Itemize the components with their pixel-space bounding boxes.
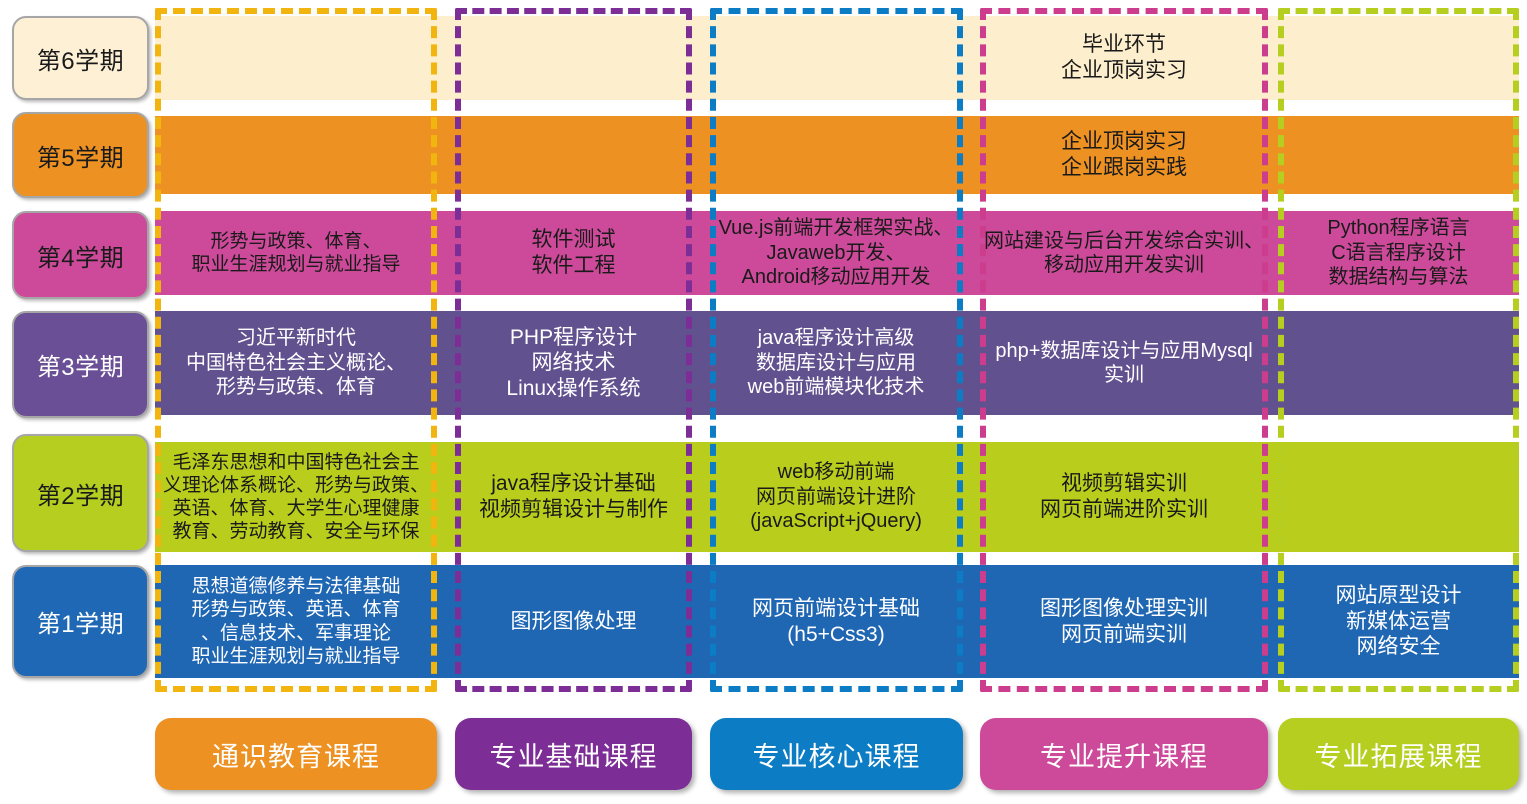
semester-label-s6[interactable]: 第6学期 <box>12 16 149 100</box>
course-cell-s1-c2[interactable]: 图形图像处理 <box>510 609 637 633</box>
course-cell-s4-c4[interactable]: 网站建设与后台开发综合实训、 移动应用开发实训 <box>984 229 1264 276</box>
course-cell-s3-c2[interactable]: PHP程序设计 网络技术 Linux操作系统 <box>506 325 641 400</box>
course-cell-s4-c1[interactable]: 形势与政策、体育、 职业生涯规划与就业指导 <box>191 230 401 275</box>
course-cell-s3-c1[interactable]: 习近平新时代 中国特色社会主义概论、 形势与政策、体育 <box>186 327 406 399</box>
semester-label-text: 第1学期 <box>36 611 125 638</box>
course-cell-s2-c3[interactable]: web移动前端 网页前端设计进阶 (javaScript+jQuery) <box>750 461 922 533</box>
course-cell-s2-c2[interactable]: java程序设计基础 视频剪辑设计与制作 <box>479 472 668 521</box>
legend-label: 专业核心课程 <box>752 741 921 772</box>
course-cell-s3-c4[interactable]: php+数据库设计与应用Mysql 实训 <box>995 339 1253 386</box>
semester-band-s5 <box>155 116 1519 194</box>
course-cell-s5-c4[interactable]: 企业顶岗实习 企业跟岗实践 <box>1061 130 1187 179</box>
legend-button-professional-advance[interactable]: 专业提升课程 <box>980 718 1268 790</box>
semester-label-text: 第4学期 <box>36 244 125 272</box>
semester-band-s4 <box>155 211 1519 295</box>
course-cell-s6-c4[interactable]: 毕业环节 企业顶岗实习 <box>1061 33 1187 82</box>
legend-label: 专业基础课程 <box>489 741 658 772</box>
semester-band-s2 <box>155 442 1519 552</box>
semester-band-s6 <box>155 16 1519 100</box>
legend-button-general-education[interactable]: 通识教育课程 <box>155 718 437 790</box>
semester-label-text: 第3学期 <box>36 354 125 381</box>
semester-label-s2[interactable]: 第2学期 <box>12 434 149 552</box>
legend-button-professional-core[interactable]: 专业核心课程 <box>710 718 963 790</box>
course-cell-s1-c5[interactable]: 网站原型设计 新媒体运营 网络安全 <box>1335 584 1462 659</box>
semester-label-text: 第2学期 <box>36 482 125 510</box>
course-cell-s4-c3[interactable]: Vue.js前端开发框架实战、 Javaweb开发、 Android移动应用开发 <box>718 217 954 289</box>
course-cell-s1-c3[interactable]: 网页前端设计基础 (h5+Css3) <box>752 596 920 646</box>
legend-button-professional-basic[interactable]: 专业基础课程 <box>455 718 692 790</box>
course-cell-s2-c4[interactable]: 视频剪辑实训 网页前端进阶实训 <box>1040 472 1208 521</box>
legend-label: 通识教育课程 <box>212 741 380 772</box>
semester-label-text: 第5学期 <box>36 144 125 172</box>
legend-button-professional-expand[interactable]: 专业拓展课程 <box>1278 718 1519 790</box>
course-cell-s4-c2[interactable]: 软件测试 软件工程 <box>531 228 616 277</box>
course-cell-s1-c4[interactable]: 图形图像处理实训 网页前端实训 <box>1040 596 1208 646</box>
legend-label: 专业提升课程 <box>1040 741 1208 772</box>
semester-label-s1[interactable]: 第1学期 <box>12 565 149 678</box>
semester-band-s3 <box>155 311 1519 415</box>
course-cell-s4-c5[interactable]: Python程序语言 C语言程序设计 数据结构与算法 <box>1327 217 1470 289</box>
semester-label-s5[interactable]: 第5学期 <box>12 112 149 198</box>
course-cell-s1-c1[interactable]: 思想道德修养与法律基础 形势与政策、英语、体育 、信息技术、军事理论 职业生涯规… <box>191 576 401 667</box>
semester-label-s4[interactable]: 第4学期 <box>12 211 149 299</box>
course-cell-s2-c1[interactable]: 毛泽东思想和中国特色社会主 义理论体系概论、形势与政策、 英语、体育、大学生心理… <box>162 451 429 543</box>
course-cell-s3-c3[interactable]: java程序设计高级 数据库设计与应用 web前端模块化技术 <box>747 327 925 399</box>
semester-band-s1 <box>155 565 1519 678</box>
legend-label: 专业拓展课程 <box>1314 741 1483 772</box>
semester-label-text: 第6学期 <box>36 47 125 75</box>
semester-label-s3[interactable]: 第3学期 <box>12 311 149 418</box>
